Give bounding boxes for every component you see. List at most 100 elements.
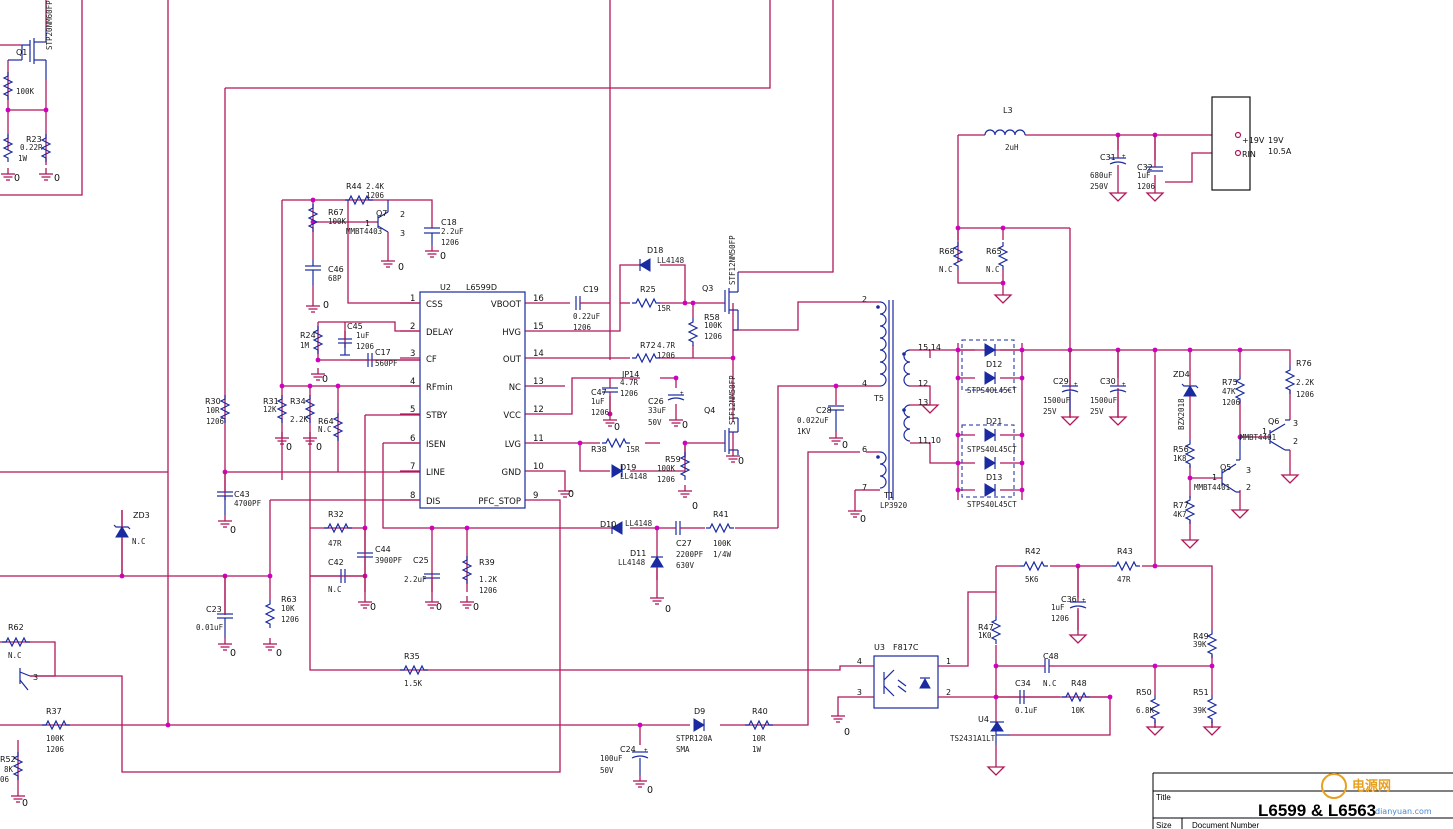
component-ref: R68 — [939, 247, 955, 256]
pin-name: PFC_STOP — [478, 497, 521, 507]
component-ref: R35 — [404, 652, 420, 661]
svg-text:0: 0 — [230, 525, 236, 536]
component-ref: R56 — [1173, 445, 1189, 454]
rin-label: RIN — [1242, 150, 1256, 159]
ground-symbol — [262, 637, 278, 651]
component-value: 1206 — [281, 615, 300, 624]
component-value: 1206 — [704, 332, 723, 341]
component-value: N.C — [8, 651, 22, 660]
svg-text:0: 0 — [860, 514, 866, 525]
pin-num: 15 — [533, 322, 544, 332]
component-ref: C26 — [648, 397, 664, 406]
component-ref: R34 — [290, 397, 306, 406]
component-ref: L3 — [1003, 106, 1013, 115]
ground-symbol — [649, 591, 665, 605]
pin-num: 12 — [533, 405, 544, 415]
svg-text:0: 0 — [842, 440, 848, 451]
component-ref: R76 — [1296, 359, 1312, 368]
ground-symbol — [424, 244, 440, 258]
component-ref: R63 — [281, 595, 297, 604]
transformer-ref: T1 — [883, 491, 894, 500]
svg-text:1: 1 — [1262, 427, 1267, 436]
pin-num: 16 — [533, 294, 544, 304]
resistor-r58 — [688, 317, 698, 347]
component-value: 100K — [46, 734, 65, 743]
watermark: 电源网 — [1352, 778, 1391, 794]
component-value: 0.01uF — [196, 623, 224, 632]
component-ref: R50 — [1136, 688, 1152, 697]
component-ref: C29 — [1053, 377, 1069, 386]
ic-ref: U2 — [440, 283, 451, 292]
component-value: 1206 — [657, 475, 676, 484]
svg-text:0: 0 — [322, 374, 328, 385]
component-ref: D21 — [986, 417, 1002, 426]
output-voltage: 19V — [1268, 136, 1284, 145]
component-ref: R72 — [640, 341, 656, 350]
component-ref: C48 — [1043, 652, 1059, 661]
component-value: 1M — [300, 341, 310, 350]
component-value: 33uF — [648, 406, 667, 415]
component-value: 10K — [1071, 706, 1085, 715]
size-label: Size — [1156, 821, 1172, 829]
component-ref: C28 — [816, 406, 832, 415]
component-value: 1206 — [620, 389, 639, 398]
component-value: 4K7 — [1173, 510, 1187, 519]
component-value: LL4148 — [618, 558, 646, 567]
component-value: 1uF — [356, 331, 370, 340]
component-value: 2.2K — [290, 415, 309, 424]
component-ref: Q5 — [1220, 463, 1231, 472]
component-ref: Q4 — [704, 406, 715, 415]
plus-19v-label: +19V — [1242, 136, 1265, 145]
component-value: 3900PF — [375, 556, 403, 565]
watermark-logo-icon — [1321, 773, 1347, 799]
component-value: 1206 — [1296, 390, 1315, 399]
component-value: 0.22uF — [573, 312, 601, 321]
component-ref: C31 — [1100, 153, 1116, 162]
ground-symbol — [677, 484, 693, 498]
ground-symbol — [1181, 534, 1199, 549]
svg-text:2: 2 — [1246, 483, 1251, 492]
svg-text:4: 4 — [857, 657, 862, 666]
component-value: 1206 — [479, 586, 498, 595]
component-value: 630V — [676, 561, 695, 570]
component-ref: C44 — [375, 545, 391, 554]
component-value: 50V — [600, 766, 614, 775]
svg-text:7: 7 — [862, 483, 867, 492]
component-value: 1W — [18, 154, 28, 163]
svg-text:0: 0 — [230, 648, 236, 659]
component-value: 1W — [752, 745, 762, 754]
component-ref: R47 — [978, 623, 994, 632]
pin-num: 8 — [410, 491, 415, 501]
component-ref: C36 — [1061, 595, 1077, 604]
component-value: 1KV — [797, 427, 811, 436]
ground-symbol — [1109, 411, 1127, 426]
ic-left-pins: 1 CSS 2 DELAY 3 CF 4 RFmin 5 STBY 6 ISEN… — [410, 294, 454, 507]
pin-name: HVG — [502, 328, 521, 338]
component-ref: C46 — [328, 265, 344, 274]
ground-symbol — [632, 774, 648, 788]
component-value: 6.8K — [1136, 706, 1155, 715]
component-value: 15R — [626, 445, 640, 454]
diodes — [113, 258, 1199, 732]
ground-symbol — [994, 289, 1012, 304]
component-value: STF12NM50FP — [728, 235, 737, 285]
component-value: 1500uF — [1043, 396, 1071, 405]
component-ref: C43 — [234, 490, 250, 499]
resistor-r63 — [265, 599, 275, 629]
component-value: STPS40L45CT — [967, 500, 1017, 509]
svg-text:3: 3 — [857, 688, 862, 697]
ground-symbol — [305, 299, 321, 313]
document-number-label: Document Number — [1192, 821, 1259, 829]
pin-name: STBY — [426, 411, 448, 421]
ic-right-pins: 16 VBOOT 15 HVG 14 OUT 13 NC 12 VCC 11 L… — [478, 294, 543, 507]
watermark-sub: dianyuan.com — [1375, 807, 1432, 816]
opto-ref: U3 — [874, 643, 885, 652]
pin-num: 5 — [410, 405, 415, 415]
component-ref: D13 — [986, 473, 1002, 482]
component-ref: R58 — [704, 313, 720, 322]
svg-text:0: 0 — [22, 798, 28, 809]
svg-text:3: 3 — [400, 229, 405, 238]
component-ref: C24 — [620, 745, 636, 754]
component-ref: R65 — [986, 247, 1002, 256]
